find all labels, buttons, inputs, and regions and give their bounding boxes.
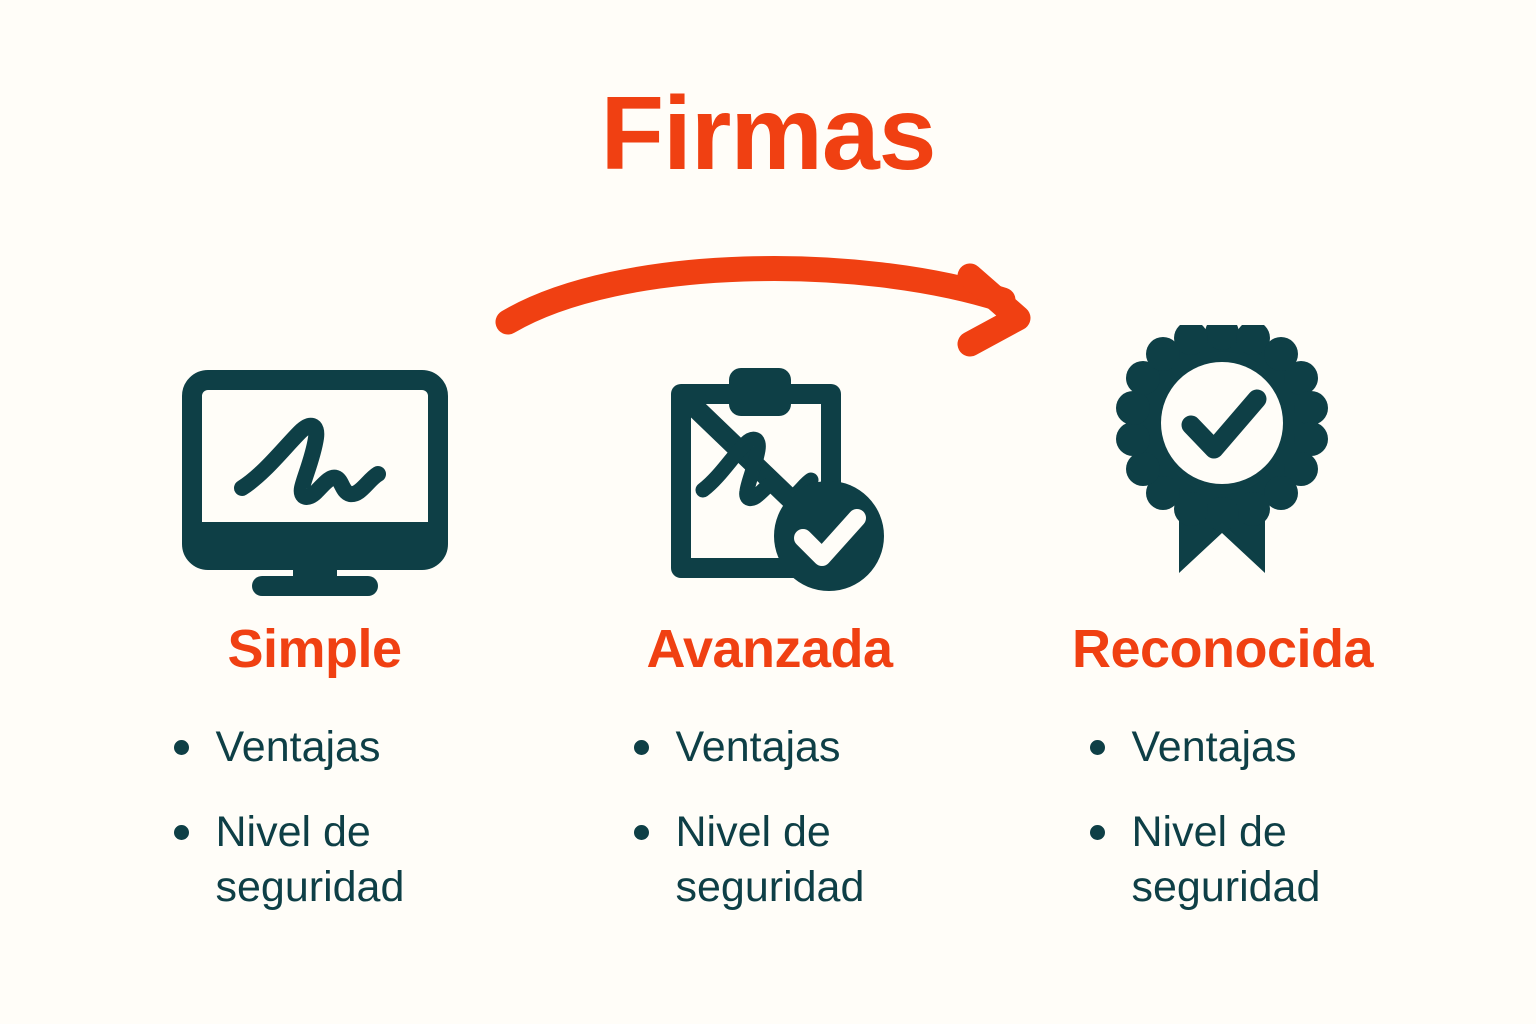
bullet-list-simple: Ventajas Nivel de seguridad (170, 720, 470, 915)
bullet-dot-icon (633, 740, 649, 755)
bullet-label: Nivel de seguridad (1131, 808, 1321, 912)
clipboard-signature-check-icon (645, 340, 895, 600)
bullet-label: Nivel de seguridad (675, 808, 865, 912)
bullet-list-avanzada: Ventajas Nivel de seguridad (630, 720, 930, 915)
column-heading-reconocida: Reconocida (1071, 619, 1374, 679)
bullet-label: Ventajas (675, 723, 841, 771)
curved-progression-arrow (470, 248, 1070, 358)
signature-type-columns: Simple Ventajas Nivel de seguridad (0, 325, 1536, 1000)
column-heading-simple: Simple (227, 619, 402, 679)
list-item: Nivel de seguridad (630, 805, 930, 915)
list-item: Nivel de seguridad (170, 805, 470, 915)
column-reconocida[interactable]: Reconocida Ventajas Nivel de seguridad (1000, 325, 1445, 1000)
list-item: Ventajas (170, 720, 470, 775)
column-simple[interactable]: Simple Ventajas Nivel de seguridad (92, 340, 537, 1000)
list-item: Ventajas (630, 720, 930, 775)
column-avanzada[interactable]: Avanzada Ventajas Nivel de seguridad (547, 340, 992, 1000)
bullet-list-reconocida: Ventajas Nivel de seguridad (1086, 720, 1386, 915)
bullet-label: Ventajas (1131, 723, 1297, 771)
monitor-signature-icon (180, 340, 450, 600)
bullet-dot-icon (633, 825, 649, 841)
bullet-dot-icon (173, 825, 189, 841)
bullet-label: Nivel de seguridad (215, 808, 405, 912)
award-badge-check-icon (1115, 325, 1330, 600)
bullet-dot-icon (173, 740, 189, 755)
list-item: Ventajas (1086, 720, 1386, 775)
column-heading-avanzada: Avanzada (646, 619, 893, 679)
bullet-label: Ventajas (215, 723, 381, 771)
page-title: Firmas (600, 76, 936, 192)
bullet-dot-icon (1089, 825, 1105, 841)
bullet-dot-icon (1089, 740, 1105, 755)
list-item: Nivel de seguridad (1086, 805, 1386, 915)
